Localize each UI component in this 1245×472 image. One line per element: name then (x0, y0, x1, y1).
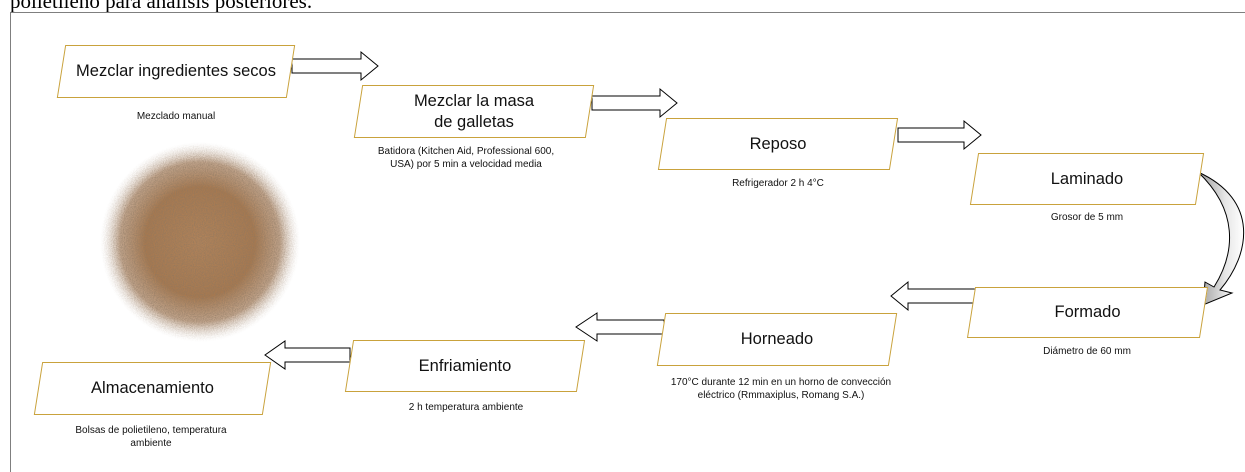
arrow-right-1 (291, 50, 379, 82)
arrow-left-1 (890, 280, 976, 312)
step-caption-8: Bolsas de polietileno, temperatura ambie… (75, 425, 227, 449)
arrow-curved-down (1197, 171, 1244, 306)
step-label-5: Formado (1054, 303, 1121, 321)
step-label-6: Horneado (740, 330, 814, 348)
step-label-1: Mezclar ingredientes secos (76, 62, 276, 80)
step-caption-6: 170°C durante 12 min en un horno de conv… (670, 377, 892, 401)
step-caption-1: Mezclado manual (136, 111, 216, 122)
step-label-7: Enfriamiento (418, 356, 512, 375)
step-caption-7: 2 h temperatura ambiente (408, 402, 524, 413)
step-label-3: Reposo (749, 134, 807, 153)
arrow-right-2 (591, 87, 678, 119)
step-caption-2: Batidora (Kitchen Aid, Professional 600,… (377, 146, 555, 170)
step-caption-4: Grosor de 5 mm (1050, 212, 1124, 223)
arrow-left-3 (264, 340, 351, 370)
step-caption-3: Refrigerador 2 h 4°C (732, 178, 824, 189)
step-label-8: Almacenamiento (91, 379, 214, 397)
top-text: polietileno para análisis posteriores. (10, 0, 313, 13)
step-label-2: Mezclar la masa de galletas (413, 91, 535, 131)
arrow-right-3 (897, 119, 982, 151)
step-label-4: Laminado (1050, 169, 1124, 188)
step-caption-5: Diámetro de 60 mm (1043, 346, 1131, 357)
figure-frame (10, 12, 1245, 472)
ingredients-photo (100, 142, 300, 342)
arrow-left-2 (575, 312, 665, 342)
